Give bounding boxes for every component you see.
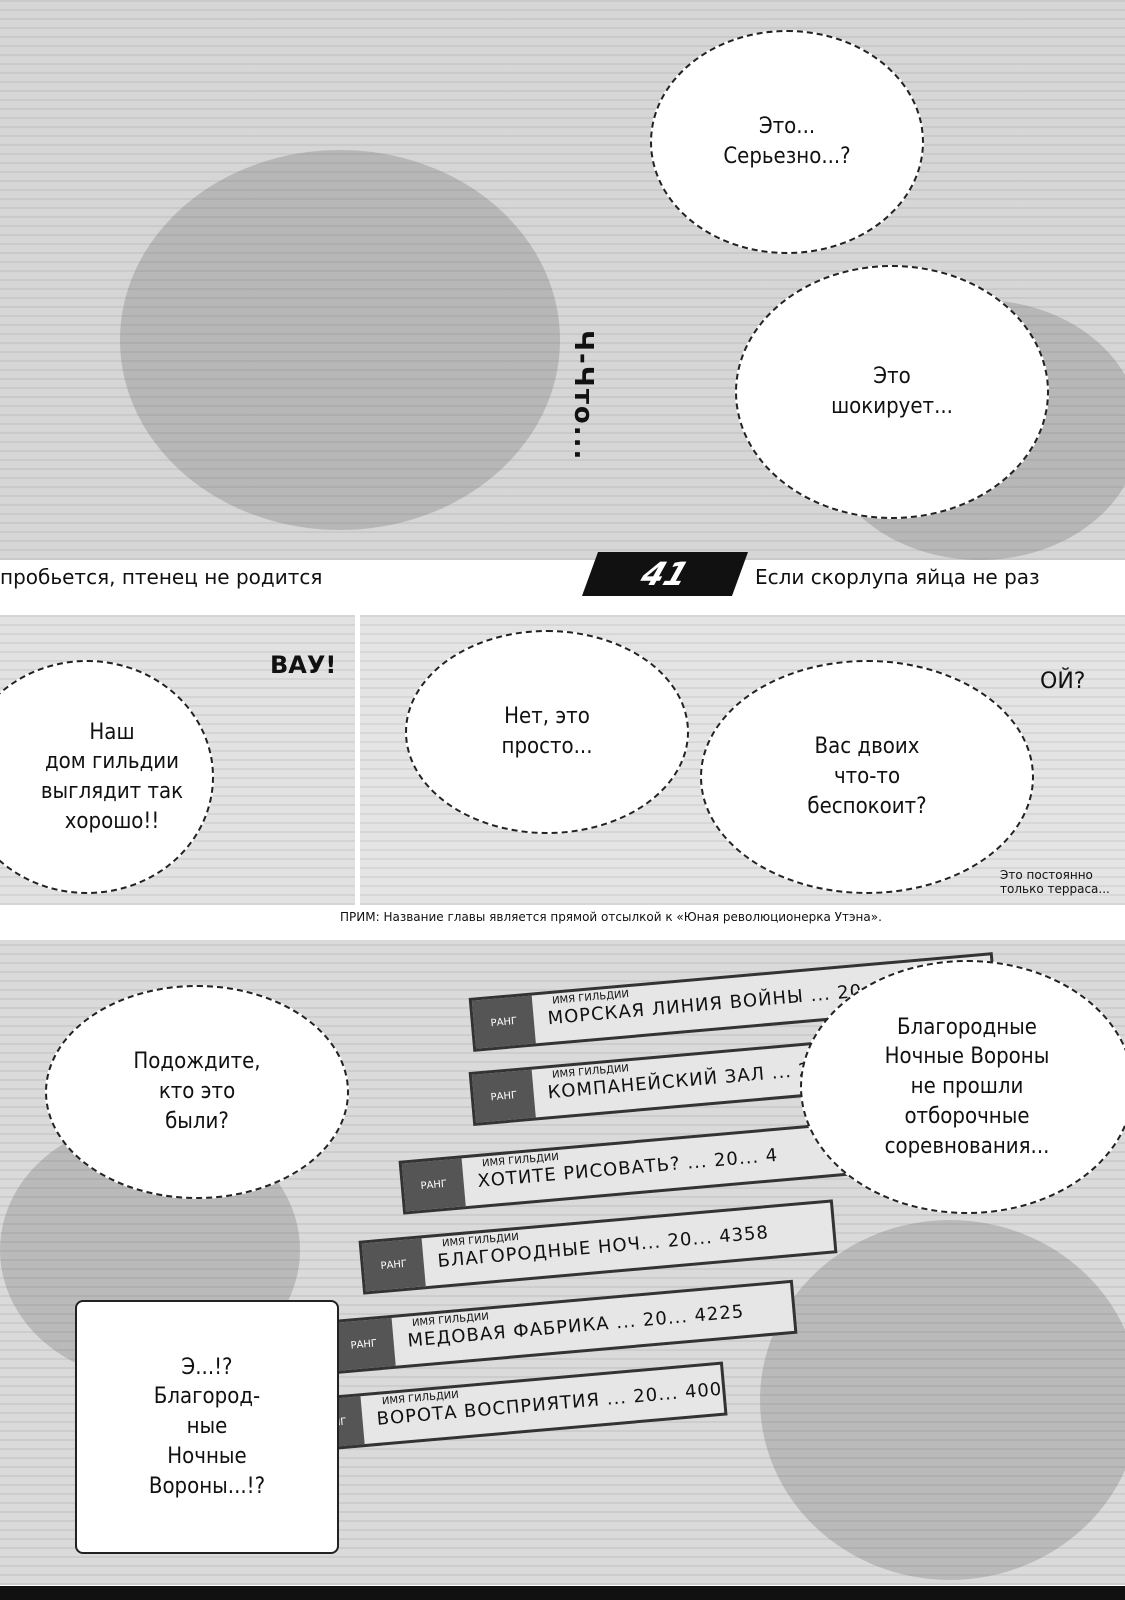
speech-text: Вас двоих что-то беспокоит? bbox=[807, 734, 927, 819]
chapter-title-left: пробьется, птенец не родится bbox=[0, 565, 323, 589]
speech-bubble-just: Нет, это просто... bbox=[405, 630, 689, 834]
page-bottom-border bbox=[0, 1586, 1125, 1600]
speech-text: Нет, это просто... bbox=[501, 704, 593, 759]
speech-bubble-failed-qualifiers: Благородные Ночные Вороны не прошли отбо… bbox=[800, 960, 1125, 1214]
speech-bubble-noble-night-ravens: Э...!? Благород- ные Ночные Вороны...!? bbox=[75, 1300, 339, 1554]
speech-bubble-who-were-they: Подождите, кто это были? bbox=[45, 985, 349, 1199]
speech-text: Наш дом гильдии выглядит так хорошо!! bbox=[40, 719, 184, 834]
speech-bubble-serious: Это... Серьезно...? bbox=[650, 30, 924, 254]
character-left-figure bbox=[120, 150, 560, 530]
speech-text: Это шокирует... bbox=[831, 364, 953, 419]
rank-label: РАНГ bbox=[401, 1158, 466, 1212]
speech-bubble-worried: Вас двоих что-то беспокоит? bbox=[700, 660, 1034, 894]
sfx-wow: ВАУ! bbox=[270, 651, 337, 679]
rank-label: РАНГ bbox=[471, 1069, 536, 1123]
speech-text: Это... Серьезно...? bbox=[723, 114, 851, 169]
small-side-note: Это постоянно только терраса... bbox=[1000, 868, 1110, 897]
guild-name-value: ХОТИТЕ РИСОВАТЬ? ... 20... 4 bbox=[476, 1144, 779, 1192]
speech-text: Э...!? Благород- ные Ночные Вороны...!? bbox=[148, 1354, 266, 1499]
character-bottom-right-figure bbox=[760, 1220, 1125, 1580]
sfx-oy: ОЙ? bbox=[1040, 669, 1086, 694]
chapter-title-right: Если скорлупа яйца не раз bbox=[755, 565, 1040, 589]
rank-label: РАНГ bbox=[471, 995, 536, 1049]
speech-text: Благородные Ночные Вороны не прошли отбо… bbox=[884, 1014, 1050, 1159]
sfx-what: Ч-Что... bbox=[568, 330, 598, 462]
speech-text: Подождите, кто это были? bbox=[133, 1049, 261, 1134]
chapter-number: 41 bbox=[635, 555, 695, 593]
chapter-number-badge: 41 bbox=[581, 552, 749, 596]
rank-label: РАНГ bbox=[331, 1317, 396, 1371]
rank-label: РАНГ bbox=[361, 1238, 426, 1292]
translator-note: ПРИМ: Название главы является прямой отс… bbox=[340, 910, 882, 924]
speech-bubble-shocking: Это шокирует... bbox=[735, 265, 1049, 519]
